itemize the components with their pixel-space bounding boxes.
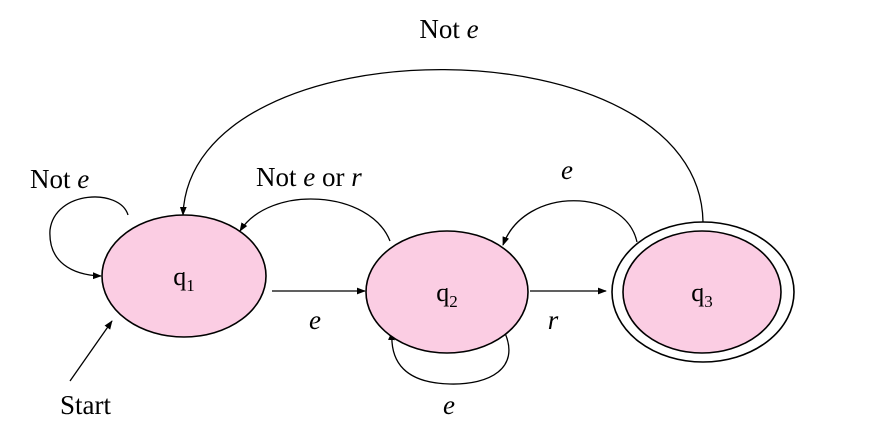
start-arrow [69, 320, 113, 382]
label-q2-to-q1: Not e or r [256, 162, 362, 192]
edge-q2-self-loop [388, 331, 510, 385]
label-q3-to-q2: e [561, 155, 573, 185]
state-q3-node [622, 230, 782, 354]
label-q2-self-loop: e [443, 390, 455, 420]
edge-q3-to-q2 [502, 200, 638, 246]
state-q3-label: q3 [691, 278, 713, 311]
edge-q2-to-q1 [239, 198, 391, 242]
start-label: Start [60, 390, 111, 420]
label-q1-self-loop: Not e [30, 164, 89, 194]
label-q3-to-q1: Not e [419, 14, 478, 44]
state-q3-outer-ring [611, 221, 795, 363]
label-q1-to-q2: e [309, 305, 321, 335]
state-q2-node [365, 230, 529, 354]
edge-q3-to-q1 [179, 69, 704, 223]
edge-q1-self-loop [49, 196, 129, 280]
state-q1-node [101, 214, 267, 338]
label-q2-to-q3: r [548, 305, 559, 335]
state-q1-label: q1 [173, 262, 195, 295]
state-q2-label: q2 [436, 278, 458, 311]
